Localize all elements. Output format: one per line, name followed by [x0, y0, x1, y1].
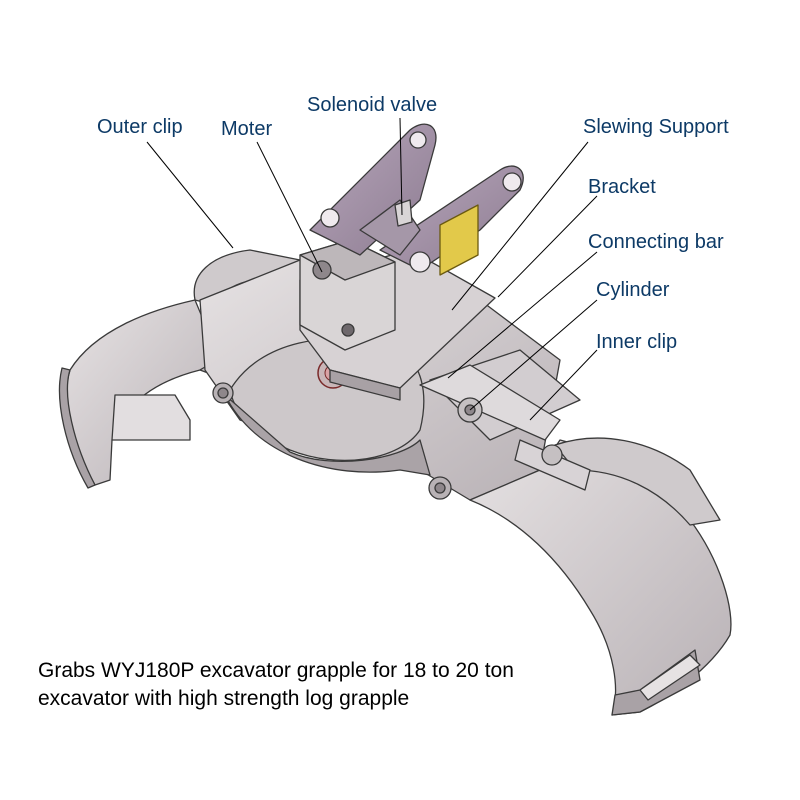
leader-connecting-bar	[447, 251, 598, 379]
caption-line-2: excavator with high strength log grapple	[38, 687, 410, 710]
caption: Grabs WYJ180P excavator grapple for 18 t…	[38, 657, 514, 713]
label-moter: Moter	[221, 118, 273, 140]
leader-solenoid-valve	[399, 117, 403, 216]
label-bracket: Bracket	[588, 176, 656, 198]
label-cylinder: Cylinder	[596, 279, 670, 301]
leader-moter	[256, 141, 323, 273]
mounting-bracket-part	[309, 123, 524, 276]
label-inner-clip: Inner clip	[596, 331, 678, 353]
label-solenoid-valve: Solenoid valve	[307, 94, 438, 116]
leader-outer-clip	[146, 141, 234, 249]
leader-cylinder	[469, 299, 598, 411]
label-connecting-bar: Connecting bar	[588, 231, 724, 253]
caption-line-1: Grabs WYJ180P excavator grapple for 18 t…	[38, 659, 514, 682]
label-outer-clip: Outer clip	[97, 116, 183, 138]
cylinder-part	[419, 364, 591, 491]
leader-inner-clip	[529, 349, 598, 421]
motor-housing	[299, 239, 396, 351]
leader-bracket	[497, 195, 598, 298]
leader-lines	[146, 117, 598, 421]
label-slewing-support: Slewing Support	[583, 116, 729, 138]
leader-slewing-support	[451, 141, 589, 311]
